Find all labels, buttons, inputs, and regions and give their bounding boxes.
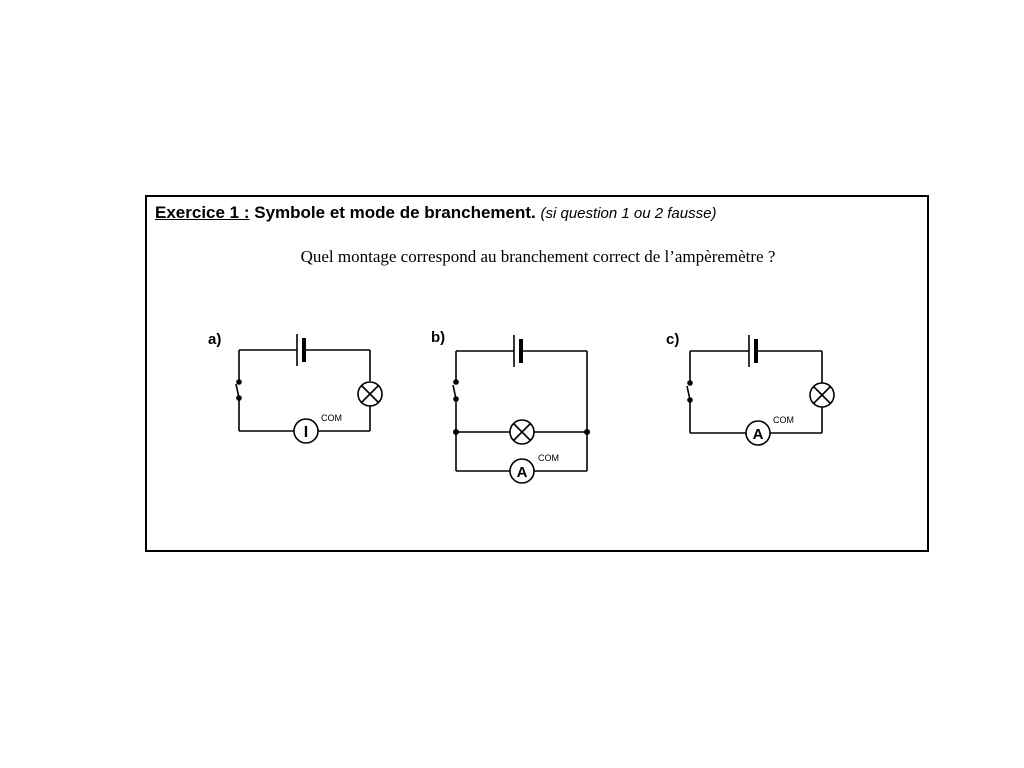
com-label: COM [321, 413, 342, 423]
circuit-c: c) A COM [666, 331, 835, 446]
exercise-title: Exercice 1 : Symbole et mode de branchem… [155, 203, 716, 223]
circuit-b-label: b) [431, 329, 445, 346]
battery-icon [456, 335, 587, 367]
meter-symbol: I [304, 424, 308, 441]
circuit-a: a) I COM [208, 331, 383, 444]
ammeter-icon: A [509, 458, 535, 484]
battery-icon [690, 335, 822, 367]
ammeter-icon: A [745, 420, 771, 446]
com-label: COM [538, 453, 559, 463]
lamp-icon [509, 419, 535, 445]
battery-icon [239, 334, 370, 366]
switch-icon [235, 379, 242, 401]
exercise-note: (si question 1 ou 2 fausse) [540, 205, 717, 222]
exercise-heading: Symbole et mode de branchement. [254, 203, 536, 222]
circuit-a-label: a) [208, 331, 221, 348]
exercise-label: Exercice 1 : [155, 203, 250, 222]
exercise-frame [145, 195, 929, 552]
com-label: COM [773, 415, 794, 425]
circuit-c-label: c) [666, 331, 679, 348]
circuit-b: b) A COM [431, 329, 590, 484]
meter-icon: I [293, 418, 319, 444]
lamp-icon [809, 382, 835, 408]
meter-symbol: A [517, 464, 528, 481]
lamp-icon [357, 381, 383, 407]
question-text: Quel montage correspond au branchement c… [300, 247, 776, 266]
meter-symbol: A [753, 426, 764, 443]
switch-icon [686, 380, 693, 403]
switch-icon [452, 379, 459, 402]
